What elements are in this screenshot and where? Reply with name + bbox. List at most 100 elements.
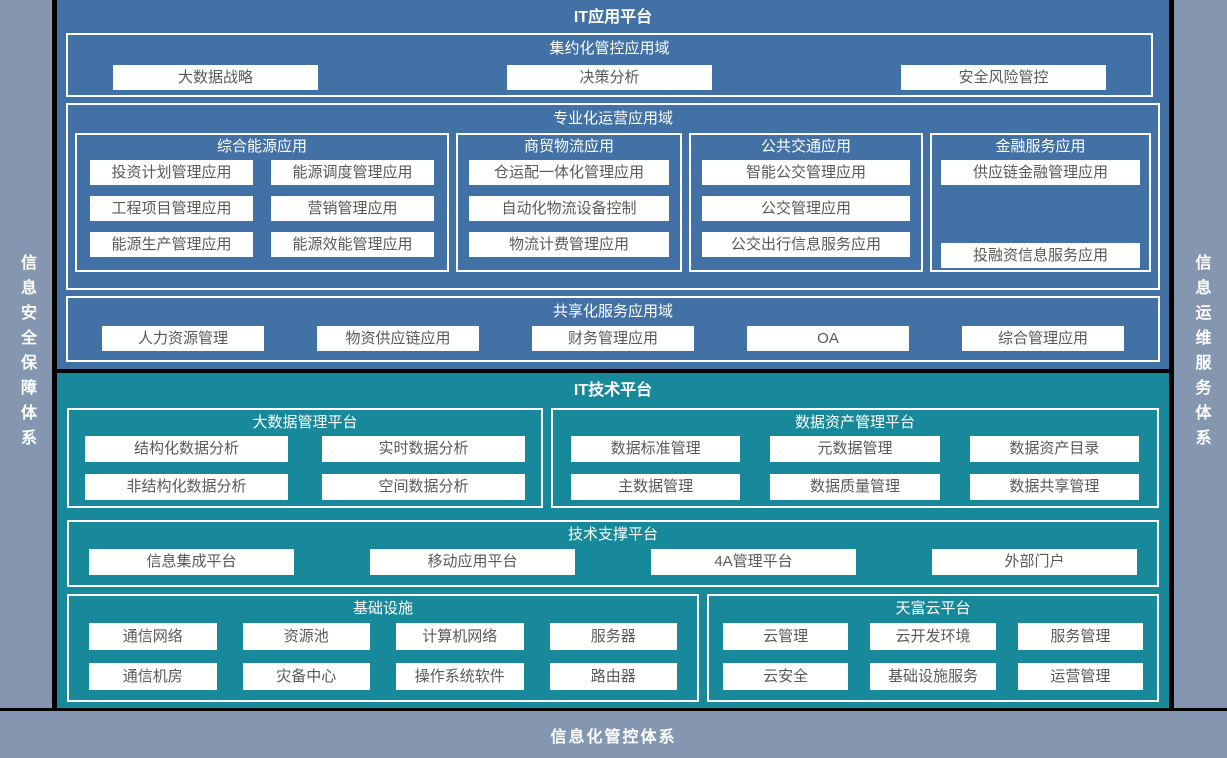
centralized-items-row: 大数据战略 决策分析 安全风险管控 [113,65,1106,90]
cloud-item-button[interactable]: 云管理 [723,623,849,650]
data-asset-items-grid: 数据标准管理 元数据管理 数据资产目录 主数据管理 数据质量管理 数据共享管理 [553,434,1157,500]
cloud-item-button[interactable]: 服务管理 [1017,623,1143,650]
cloud-items-grid: 云管理 云开发环境 服务管理 云安全 基础设施服务 运营管理 [709,620,1157,690]
finance-group-title: 金融服务应用 [995,138,1086,155]
logistics-app-button[interactable]: 自动化物流设备控制 [469,196,669,221]
transit-items-column: 智能公交管理应用 公交管理应用 公交出行信息服务应用 [691,157,921,257]
support-items-row: 信息集成平台 移动应用平台 4A管理平台 外部门户 [89,549,1137,575]
it-technology-platform-panel: IT技术平台 大数据管理平台 结构化数据分析 实时数据分析 非结构化数据分析 空… [57,373,1169,708]
cloud-item-button[interactable]: 云安全 [723,663,849,690]
finance-app-button[interactable]: 供应链金融管理应用 [941,160,1140,185]
centralized-item-button[interactable]: 安全风险管控 [901,65,1106,90]
shared-service-button[interactable]: 财务管理应用 [532,326,694,351]
technical-support-platform: 技术支撑平台 信息集成平台 移动应用平台 4A管理平台 外部门户 [67,520,1159,587]
support-platform-button[interactable]: 外部门户 [932,549,1137,575]
bottom-bar: 信息化管控体系 [0,711,1227,758]
cloud-item-button[interactable]: 基础设施服务 [870,663,996,690]
centralized-item-button[interactable]: 决策分析 [507,65,712,90]
cloud-item-button[interactable]: 云开发环境 [870,623,996,650]
shared-service-button[interactable]: 物资供应链应用 [317,326,479,351]
energy-app-button[interactable]: 工程项目管理应用 [90,196,253,221]
logistics-items-column: 仓运配一体化管理应用 自动化物流设备控制 物流计费管理应用 [458,157,680,257]
logistics-group-title: 商贸物流应用 [523,138,614,155]
shared-domain-title: 共享化服务应用域 [552,303,673,320]
data-asset-item-button[interactable]: 数据共享管理 [969,474,1139,500]
tianfu-cloud-platform: 天富云平台 云管理 云开发环境 服务管理 云安全 基础设施服务 运营管理 [707,594,1159,702]
data-asset-management-platform: 数据资产管理平台 数据标准管理 元数据管理 数据资产目录 主数据管理 数据质量管… [551,408,1159,508]
energy-group-title: 综合能源应用 [216,138,307,155]
cloud-item-button[interactable]: 运营管理 [1017,663,1143,690]
left-black-divider [52,0,57,708]
infrastructure-group: 基础设施 通信网络 资源池 计算机网络 服务器 通信机房 灾备中心 操作系统软件… [67,594,699,702]
tech-row-infra: 基础设施 通信网络 资源池 计算机网络 服务器 通信机房 灾备中心 操作系统软件… [67,594,1159,702]
bigdata-item-button[interactable]: 空间数据分析 [322,474,525,500]
bigdata-item-button[interactable]: 结构化数据分析 [85,436,288,462]
infrastructure-title: 基础设施 [352,600,413,617]
logistics-app-button[interactable]: 仓运配一体化管理应用 [469,160,669,185]
infrastructure-item-button[interactable]: 操作系统软件 [396,663,524,690]
data-asset-item-button[interactable]: 主数据管理 [571,474,741,500]
shared-service-button[interactable]: 人力资源管理 [102,326,264,351]
shared-service-button[interactable]: OA [747,326,909,351]
energy-application-group: 综合能源应用 投资计划管理应用 能源调度管理应用 工程项目管理应用 营销管理应用… [75,133,449,272]
infrastructure-item-button[interactable]: 灾备中心 [242,663,370,690]
data-asset-item-button[interactable]: 数据标准管理 [571,436,741,462]
finance-app-button[interactable]: 投融资信息服务应用 [941,243,1140,268]
bigdata-items-grid: 结构化数据分析 实时数据分析 非结构化数据分析 空间数据分析 [69,434,541,500]
transit-app-button[interactable]: 公交管理应用 [702,196,910,221]
infrastructure-item-button[interactable]: 路由器 [549,663,677,690]
left-sidebar-label: 信息安全保障体系 [18,254,35,454]
energy-app-button[interactable]: 投资计划管理应用 [90,160,253,185]
right-sidebar: 信息运维服务体系 [1174,0,1227,708]
energy-app-button[interactable]: 能源效能管理应用 [271,232,434,257]
right-sidebar-label: 信息运维服务体系 [1192,254,1210,454]
logistics-app-button[interactable]: 物流计费管理应用 [469,232,669,257]
infrastructure-item-button[interactable]: 资源池 [242,623,370,650]
finance-items-column: 供应链金融管理应用 投融资信息服务应用 [932,157,1149,268]
bigdata-item-button[interactable]: 非结构化数据分析 [85,474,288,500]
shared-service-domain: 共享化服务应用域 人力资源管理 物资供应链应用 财务管理应用 OA 综合管理应用 [66,296,1160,362]
centralized-domain-title: 集约化管控应用域 [549,40,670,57]
infrastructure-item-button[interactable]: 通信机房 [89,663,217,690]
right-black-divider [1169,0,1174,708]
energy-app-button[interactable]: 营销管理应用 [271,196,434,221]
support-platform-button[interactable]: 信息集成平台 [89,549,294,575]
bigdata-item-button[interactable]: 实时数据分析 [322,436,525,462]
bigdata-management-platform: 大数据管理平台 结构化数据分析 实时数据分析 非结构化数据分析 空间数据分析 [67,408,543,508]
infrastructure-item-button[interactable]: 计算机网络 [396,623,524,650]
data-asset-platform-title: 数据资产管理平台 [794,414,915,431]
public-transit-application-group: 公共交通应用 智能公交管理应用 公交管理应用 公交出行信息服务应用 [689,133,923,272]
main-content: IT应用平台 集约化管控应用域 大数据战略 决策分析 安全风险管控 专业化运营应… [57,0,1169,708]
professional-operation-domain: 专业化运营应用域 综合能源应用 投资计划管理应用 能源调度管理应用 工程项目管理… [66,103,1160,290]
logistics-application-group: 商贸物流应用 仓运配一体化管理应用 自动化物流设备控制 物流计费管理应用 [456,133,682,272]
energy-app-button[interactable]: 能源调度管理应用 [271,160,434,185]
support-platform-title: 技术支撑平台 [567,526,658,543]
support-platform-button[interactable]: 4A管理平台 [651,549,856,575]
energy-app-button[interactable]: 能源生产管理应用 [90,232,253,257]
tech-platform-title: IT技术平台 [573,382,653,399]
shared-service-button[interactable]: 综合管理应用 [962,326,1124,351]
support-platform-button[interactable]: 移动应用平台 [370,549,575,575]
bigdata-platform-title: 大数据管理平台 [252,414,358,431]
app-platform-title: IT应用平台 [573,9,653,26]
transit-group-title: 公共交通应用 [760,138,851,155]
transit-app-button[interactable]: 智能公交管理应用 [702,160,910,185]
bottom-black-divider [0,708,1227,711]
tech-row-data: 大数据管理平台 结构化数据分析 实时数据分析 非结构化数据分析 空间数据分析 数… [67,408,1159,508]
infrastructure-item-button[interactable]: 通信网络 [89,623,217,650]
transit-app-button[interactable]: 公交出行信息服务应用 [702,232,910,257]
data-asset-item-button[interactable]: 数据资产目录 [969,436,1139,462]
centralized-control-domain: 集约化管控应用域 大数据战略 决策分析 安全风险管控 [66,33,1153,97]
financial-service-application-group: 金融服务应用 供应链金融管理应用 投融资信息服务应用 [930,133,1151,272]
infrastructure-item-button[interactable]: 服务器 [549,623,677,650]
shared-items-row: 人力资源管理 物资供应链应用 财务管理应用 OA 综合管理应用 [102,326,1124,351]
data-asset-item-button[interactable]: 元数据管理 [770,436,940,462]
professional-groups-row: 综合能源应用 投资计划管理应用 能源调度管理应用 工程项目管理应用 营销管理应用… [75,133,1151,272]
professional-domain-title: 专业化运营应用域 [552,110,673,127]
cloud-platform-title: 天富云平台 [895,600,971,617]
centralized-item-button[interactable]: 大数据战略 [113,65,318,90]
panel-divider [57,369,1169,373]
left-sidebar: 信息安全保障体系 [0,0,52,708]
it-application-platform-panel: IT应用平台 集约化管控应用域 大数据战略 决策分析 安全风险管控 专业化运营应… [57,0,1169,369]
data-asset-item-button[interactable]: 数据质量管理 [770,474,940,500]
